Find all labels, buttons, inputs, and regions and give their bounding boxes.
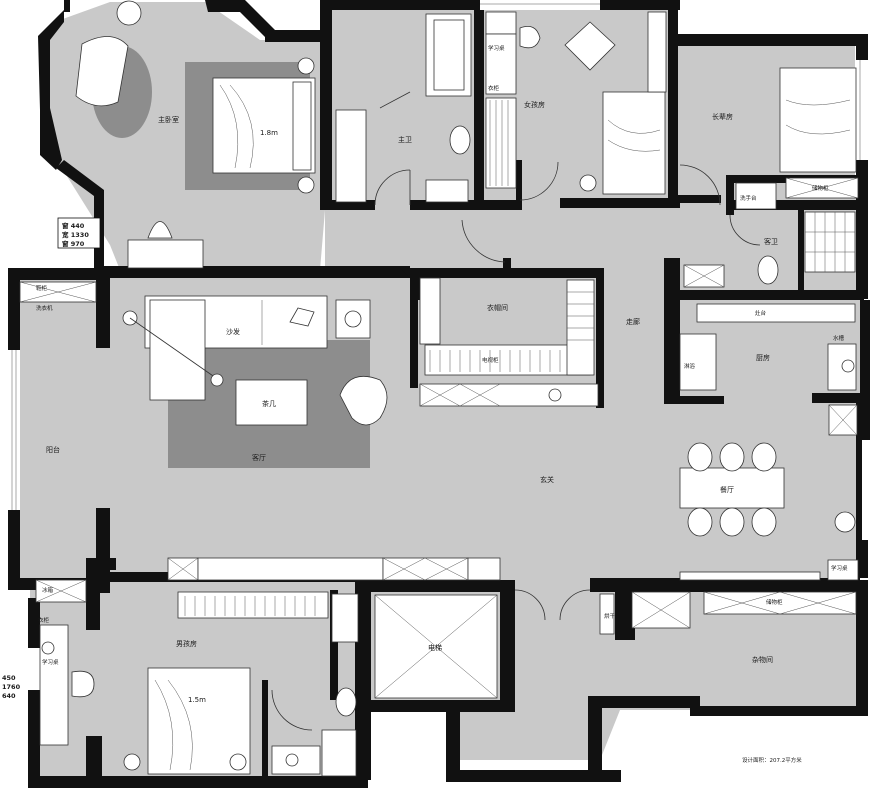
armchair (339, 376, 388, 426)
master-lounge-chair (75, 0, 142, 107)
label-living-room: 客厅 (252, 453, 266, 462)
label-wardrobe: 衣柜 (488, 84, 500, 92)
label-sofa: 沙发 (226, 327, 240, 336)
label-closet: 衣帽间 (487, 303, 508, 312)
label-dryer: 烘干 (604, 612, 616, 620)
label-wardrobe2: 衣柜 (38, 616, 50, 624)
windows (8, 0, 868, 690)
label-foyer: 玄关 (540, 475, 554, 484)
label-storage: 杂物间 (752, 655, 773, 664)
dimension-note-left: 450 1760 640 (0, 670, 22, 700)
label-master-bed-size: 1.8m (260, 129, 278, 137)
toilet-icon (449, 125, 471, 155)
nightstand-lamp-icon (297, 176, 315, 194)
label-shower: 淋浴 (684, 362, 696, 370)
master-bath-fixtures (335, 13, 472, 203)
dining-table (679, 467, 785, 509)
vanity (335, 109, 367, 203)
label-washstand: 洗手台 (740, 194, 757, 202)
label-study-desk: 学习桌 (42, 658, 59, 666)
walls (8, 0, 870, 788)
boy-bath-fixtures (271, 687, 357, 777)
dim-top-line1: 窗 440 (62, 221, 85, 230)
label-elevator: 电梯 (428, 643, 442, 652)
label-corridor: 走廊 (626, 317, 640, 326)
dim-left-line1: 450 (2, 674, 16, 682)
label-washer: 洗衣机 (36, 304, 53, 312)
master-desk (127, 221, 204, 269)
rug-diamond (564, 21, 616, 71)
label-guest-bath: 客卫 (764, 237, 778, 246)
label-girl-room: 女孩房 (524, 100, 545, 109)
label-master-bedroom: 主卧室 (158, 115, 179, 124)
dim-left-line2: 1760 (2, 683, 21, 691)
sink-icon (841, 359, 855, 373)
label-master-bath: 主卫 (398, 135, 412, 144)
label-fridge: 冰箱 (42, 586, 54, 594)
living-furniture (19, 281, 388, 426)
dimension-note-top: 窗 440 宽 1330 窗 970 (57, 217, 101, 249)
dim-top-line3: 窗 970 (62, 239, 85, 248)
label-tea-table: 茶几 (262, 399, 276, 408)
toilet-icon (335, 687, 357, 717)
closet-fixtures (419, 277, 599, 407)
master-bed (212, 57, 316, 194)
design-area-note: 设计面积：207.2平方米 (742, 756, 802, 764)
label-kitchen: 厨房 (756, 353, 770, 362)
dim-top-line2: 宽 1330 (61, 230, 89, 239)
sofa-chaise (149, 299, 206, 401)
elevator (374, 594, 498, 699)
label-tv-cabinet: 电视柜 (482, 356, 499, 364)
label-shoe-cabinet: 鞋柜 (36, 284, 48, 292)
label-sink: 水槽 (833, 334, 845, 342)
lower-cabinets (35, 557, 501, 603)
label-desk-upper: 学习桌 (831, 564, 848, 572)
label-study-desk-upper: 学习桌 (488, 44, 505, 52)
tea-table (235, 379, 308, 426)
side-table-icon (116, 0, 142, 26)
nightstand-lamp-icon (297, 57, 315, 75)
kitchen-fixtures (679, 303, 858, 436)
room-labels: 主卧室 1.8m 主卫 女孩房 长辈房 客卫 衣帽间 走廊 厨房 沙发 茶几 客… (42, 44, 778, 704)
label-dining: 餐厅 (720, 485, 734, 494)
label-boy-bed-size: 1.5m (188, 696, 206, 704)
doors (271, 161, 761, 731)
label-storage-cabinet: 储物柜 (766, 598, 783, 606)
elder-room-furniture (735, 67, 859, 210)
dim-left-line3: 640 (2, 692, 16, 700)
storage-fixtures (599, 591, 857, 635)
label-elder-room: 长辈房 (712, 112, 733, 121)
small-labels: 衣柜 鞋柜 储物柜 洗衣机 淋浴 烘干 电视柜 洗手台 冰箱 水槽 灶台 衣柜 … (36, 84, 848, 624)
label-boy-room: 男孩房 (176, 639, 197, 648)
toilet-icon (757, 255, 779, 285)
label-balcony: 阳台 (46, 445, 60, 454)
label-cooktop: 灶台 (755, 309, 767, 317)
label-storage2: 储物柜 (812, 184, 829, 192)
guest-bath-fixtures (683, 211, 856, 288)
girl-room-furniture (485, 11, 667, 195)
dining-furniture (679, 442, 859, 581)
boy-room-furniture (39, 591, 359, 775)
